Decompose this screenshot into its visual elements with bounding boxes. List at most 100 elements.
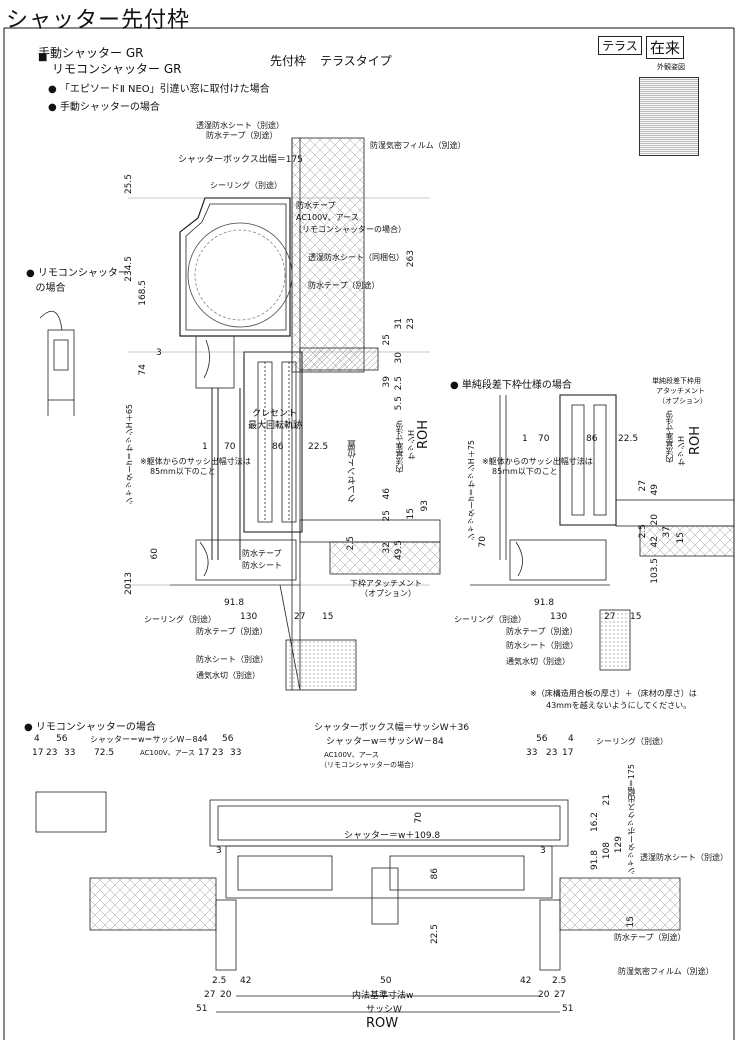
series-remote: リモコンシャッター GR [52, 62, 182, 76]
label-airtight-film: 防湿気密フィルム（別途） [370, 141, 466, 150]
plan-dim-42b: 42 [520, 976, 532, 986]
plan-dim-42: 42 [240, 976, 252, 986]
step-dim-103-5: 103.5 [650, 558, 660, 584]
label-tape: 防水テープ [296, 201, 336, 210]
step-dim-130: 130 [550, 612, 568, 622]
plan-dim-21: 21 [602, 794, 612, 806]
plan-drawing [35, 791, 681, 1013]
bullet-remote-plan: ● リモコンシャッターの場合 [24, 722, 156, 733]
exterior-label: 外観姿図 [657, 63, 685, 71]
plan-dim-56b: 56 [222, 734, 234, 744]
plan-dim-2-5: 2.5 [212, 976, 227, 986]
plan-sash-w: サッシW [366, 1005, 402, 1015]
label-sheet-2: 防水シート（別途） [196, 655, 268, 664]
label-drain: 通気水切（別途） [196, 671, 260, 680]
bullet-remote-side: ● リモコンシャッター の場合 [26, 268, 128, 294]
plan-dim-51: 51 [196, 1004, 208, 1014]
step-dim-27b: 27 [604, 612, 616, 622]
dim-23: 23 [406, 318, 416, 330]
bullet-step: ● 単純段差下枠仕様の場合 [450, 380, 572, 391]
plan-dim-23: 23 [46, 748, 58, 758]
dim-70: 70 [224, 442, 236, 452]
dim-3: 3 [156, 348, 162, 358]
plan-dim-27: 27 [204, 990, 216, 1000]
dim-25: 25 [382, 334, 392, 346]
dim-234-5: 234.5 [124, 256, 134, 282]
label-sheet: 防水シート [242, 561, 282, 570]
plan-dim-70: 70 [414, 812, 424, 824]
series-manual: 手動シャッター GR [38, 46, 144, 60]
label-sill-attach: 下枠アタッチメント [350, 579, 422, 588]
plan-shutter-w-left: シャッター＝w＝サッシW－84 [90, 735, 203, 744]
plan-dim-86: 86 [430, 868, 440, 880]
main-section-drawing [128, 137, 441, 691]
dim-263: 263 [406, 250, 416, 268]
step-dim-15: 15 [676, 532, 686, 544]
plan-dim-23b: 23 [212, 748, 224, 758]
label-moisture-sheet: 透湿防水シート（別途） [196, 121, 284, 130]
label-remote-case: （リモコンシャッターの場合） [294, 225, 406, 234]
step-dim-86: 86 [586, 434, 598, 444]
plan-dim-23c: 23 [546, 748, 558, 758]
label-crescent: クレセント [252, 409, 298, 419]
plan-dim-20: 20 [220, 990, 232, 1000]
plan-shutter-plus: シャッター＝w＋109.8 [344, 831, 441, 841]
plan-dim-50: 50 [380, 976, 392, 986]
plan-tape: 防水テープ（別途） [614, 933, 686, 942]
label-roh: ROH [416, 420, 431, 450]
step-dim-2-5: 2.5 [638, 524, 648, 539]
dim-39: 39 [382, 376, 392, 388]
dim-74: 74 [138, 364, 148, 376]
step-section-drawing [470, 394, 735, 671]
plan-dim-33c: 33 [526, 748, 538, 758]
dim-25-5: 25.5 [124, 174, 134, 195]
label-waterproof-tape: 防水テープ（別途） [206, 131, 278, 140]
step-note-1: ※躯体からのサッシ出幅寸法は [482, 457, 593, 466]
label-option: （オプション） [360, 589, 416, 598]
plan-dim-4c: 4 [568, 734, 574, 744]
step-tape: 防水テープ（別途） [506, 627, 578, 636]
plan-dim-91-8: 91.8 [590, 850, 600, 871]
bullet-b1: ● 「エピソードⅡ NEO」引違い窓に取付けた場合 [48, 84, 270, 95]
label-box-depth: シャッターボックス出幅＝175 [178, 155, 303, 165]
plan-dim-4b: 4 [202, 734, 208, 744]
dim-2-5b: 2.5 [346, 536, 356, 551]
plan-shutter-w: シャッターw＝サッシW－84 [326, 737, 444, 747]
dim-60: 60 [150, 548, 160, 560]
label-inner-h: 内法基準寸法h [395, 420, 404, 474]
dim-22-5: 22.5 [308, 442, 329, 452]
step-dim-49: 49 [650, 484, 660, 496]
remote-side-sketch [39, 310, 75, 416]
dim-30: 30 [394, 352, 404, 364]
tag-terrace: テラス [598, 36, 642, 55]
step-label-3: （オプション） [658, 397, 707, 405]
label-tape-3: 防水テープ [242, 549, 282, 558]
plan-dim-129: 129 [614, 836, 624, 854]
plan-dim-33: 33 [64, 748, 76, 758]
plan-dim-16-2: 16.2 [590, 812, 600, 833]
dim-91-8: 91.8 [224, 598, 245, 608]
plan-dim-17c: 17 [562, 748, 574, 758]
plan-dim-56c: 56 [536, 734, 548, 744]
step-inner-h: 内法基準寸法h [665, 410, 674, 464]
tag-conventional: 在来 [646, 36, 685, 59]
step-dim-91-8: 91.8 [534, 598, 555, 608]
step-dim-15b: 15 [630, 612, 642, 622]
plan-inner-w: 内法基準寸法w [352, 991, 414, 1001]
step-dim-70b: 70 [478, 536, 488, 548]
step-sash-h: サッシH [677, 436, 686, 467]
square-bullet-icon: ■ [38, 52, 48, 63]
step-dim-37: 37 [662, 526, 672, 538]
plan-sealing: シーリング（別途） [596, 737, 668, 746]
plan-dim-17b: 17 [198, 748, 210, 758]
plan-airtight: 防湿気密フィルム（別途） [618, 967, 714, 976]
dim-5-5: 5.5 [394, 396, 404, 411]
plan-dim-108: 108 [602, 842, 612, 860]
plan-box-depth: シャッターボックス出幅＝175 [627, 764, 636, 876]
label-sealing-2: シーリング（別途） [144, 615, 216, 624]
plan-dim-17: 17 [32, 748, 44, 758]
step-label-1: 単純段差下枠用 [652, 377, 701, 385]
plan-dim-15: 15 [626, 916, 636, 928]
label-sealing: シーリング（別途） [210, 181, 282, 190]
plan-dim-27b: 27 [554, 990, 566, 1000]
